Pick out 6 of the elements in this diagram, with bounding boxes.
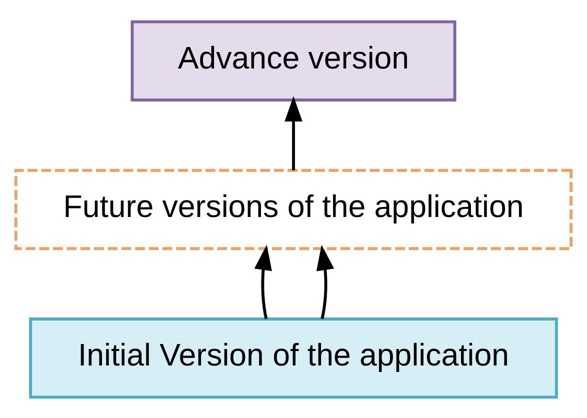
node-box: Initial Version of the application <box>29 317 558 398</box>
arrow <box>254 244 272 319</box>
arrow <box>316 244 334 319</box>
node-box: Advance version <box>130 20 456 101</box>
arrow <box>284 96 302 170</box>
node-box: Future versions of the application <box>14 168 573 250</box>
